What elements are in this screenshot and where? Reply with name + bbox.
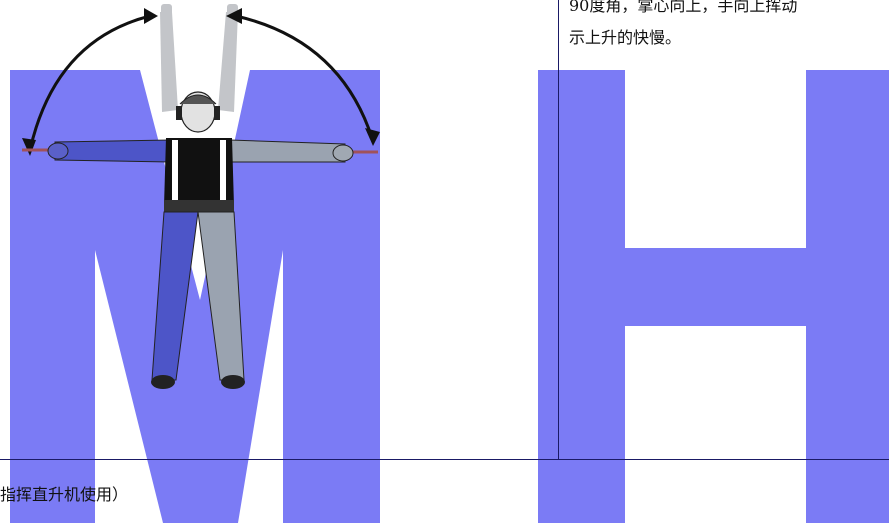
description-line-2: 示上升的快慢。 (569, 28, 682, 47)
right-leg (197, 211, 245, 381)
left-curved-arrow-icon (28, 14, 151, 151)
left-leg (151, 211, 199, 381)
description-text: 90度角，掌心向上，手向上挥动 示上升的快慢。 (569, 0, 889, 54)
right-curved-arrow-icon (235, 14, 374, 139)
watermark-letter-h (538, 70, 889, 523)
table-horizontal-divider (0, 459, 889, 460)
raised-left-arm (160, 12, 178, 112)
table-vertical-divider (558, 0, 559, 459)
caption-text: 指挥直升机使用） (0, 485, 129, 504)
left-arm (54, 139, 171, 163)
description-line-1: 90度角，掌心向上，手向上挥动 (569, 0, 798, 15)
marshaller-figure (22, 4, 380, 389)
raised-right-arm (218, 12, 238, 112)
right-arm (229, 139, 346, 163)
